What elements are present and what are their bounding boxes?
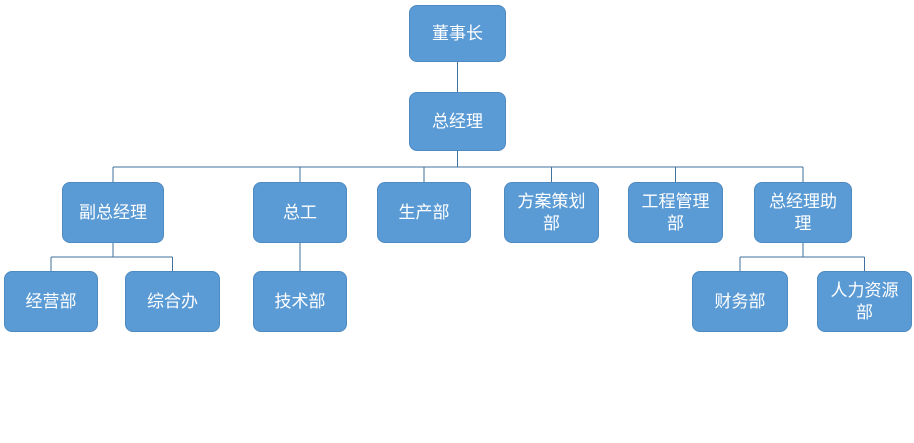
org-node-label: 综合办 <box>147 291 198 311</box>
org-node-label: 董事长 <box>432 23 483 43</box>
org-node-label: 副总经理 <box>79 202 147 222</box>
org-node-technology-dept: 技术部 <box>253 271 347 332</box>
org-node-hr-dept: 人力资源部 <box>817 271 912 332</box>
org-node-planning-dept: 方案策划部 <box>504 182 599 243</box>
org-node-label: 总经理 <box>432 111 483 131</box>
org-node-deputy-gm: 副总经理 <box>62 182 164 243</box>
org-node-label: 方案策划部 <box>517 191 586 233</box>
org-node-label: 生产部 <box>398 202 450 222</box>
org-node-general-manager: 总经理 <box>409 92 506 151</box>
org-node-production-dept: 生产部 <box>377 182 471 243</box>
org-node-chief-engineer: 总工 <box>253 182 347 243</box>
org-node-general-office: 综合办 <box>125 271 220 332</box>
org-node-label: 人力资源部 <box>830 280 899 322</box>
org-node-label: 技术部 <box>274 291 326 311</box>
org-node-finance-dept: 财务部 <box>692 271 788 332</box>
org-node-operations-dept: 经营部 <box>4 271 98 332</box>
org-node-label: 财务部 <box>714 291 766 311</box>
org-node-gm-assistant: 总经理助理 <box>754 182 852 243</box>
org-node-label: 总经理助理 <box>769 191 837 233</box>
org-node-label: 经营部 <box>25 291 77 311</box>
org-node-label: 总工 <box>283 202 317 222</box>
org-node-label: 工程管理部 <box>641 191 710 233</box>
org-node-chairman: 董事长 <box>409 5 506 62</box>
org-node-engineering-mgmt-dept: 工程管理部 <box>628 182 723 243</box>
